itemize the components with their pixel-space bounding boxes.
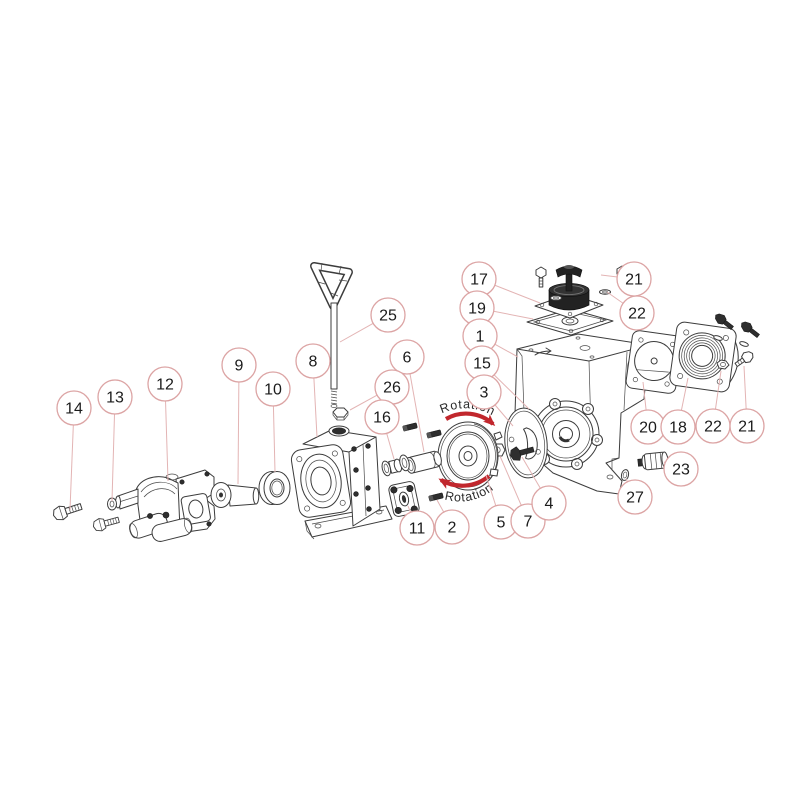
callout-9[interactable]: 9: [221, 347, 257, 383]
callout-10[interactable]: 10: [255, 371, 291, 407]
svg-text:7: 7: [524, 514, 533, 531]
parts-artwork: [53, 262, 760, 542]
gear-housing-drawing: [290, 425, 393, 540]
callout-3[interactable]: 3: [466, 374, 502, 410]
callout-21-top[interactable]: 21: [616, 261, 652, 297]
svg-text:25: 25: [379, 308, 397, 325]
set-screws-drawing: [402, 422, 444, 502]
svg-text:16: 16: [373, 410, 391, 427]
callout-12[interactable]: 12: [147, 366, 183, 402]
svg-text:3: 3: [480, 385, 489, 402]
svg-text:9: 9: [235, 358, 244, 375]
rotation-indicators: Rotation Rotation: [438, 397, 497, 504]
svg-text:18: 18: [669, 420, 687, 437]
callout-21-right[interactable]: 21: [729, 408, 765, 444]
hex-bolt-13-drawing: [92, 516, 120, 532]
svg-text:8: 8: [309, 354, 318, 371]
svg-text:12: 12: [156, 377, 174, 394]
callout-27[interactable]: 27: [617, 479, 653, 515]
svg-text:4: 4: [545, 496, 554, 513]
handle-drawing: [310, 262, 353, 408]
svg-text:10: 10: [264, 382, 282, 399]
callout-16[interactable]: 16: [364, 399, 400, 435]
svg-text:2: 2: [448, 520, 457, 537]
svg-text:13: 13: [106, 390, 124, 407]
callout-2[interactable]: 2: [434, 509, 470, 545]
svg-text:26: 26: [383, 380, 401, 397]
flange-nut-drawing: [716, 359, 730, 370]
callout-8[interactable]: 8: [295, 343, 331, 379]
callout-19[interactable]: 19: [459, 290, 495, 326]
svg-text:5: 5: [497, 515, 506, 532]
callout-23[interactable]: 23: [663, 451, 699, 487]
pump-casing-drawing: [514, 333, 650, 495]
callout-18[interactable]: 18: [660, 409, 696, 445]
callout-25[interactable]: 25: [370, 297, 406, 333]
seal-ring-drawing: [258, 471, 291, 505]
seal-stack-drawing: [381, 454, 410, 477]
discharge-flange-drawing: [669, 321, 739, 393]
callout-4[interactable]: 4: [531, 485, 567, 521]
clevis-pin-drawing: [210, 482, 260, 508]
body-washer-drawing: [107, 497, 117, 511]
callout-20[interactable]: 20: [630, 409, 666, 445]
svg-text:21: 21: [625, 272, 643, 289]
plug-washer-drawing: [620, 469, 630, 481]
svg-text:17: 17: [470, 272, 488, 289]
svg-text:27: 27: [626, 490, 644, 507]
callout-6[interactable]: 6: [389, 339, 425, 375]
rotation-arrow-top: [444, 411, 496, 427]
svg-text:22: 22: [628, 306, 646, 323]
svg-text:22: 22: [704, 419, 722, 436]
flow-arrow-logo: [534, 347, 552, 356]
valve-body-drawing: [115, 469, 216, 542]
wear-plate-bolt-drawing: [510, 446, 535, 461]
drain-plug-drawing: [637, 451, 669, 471]
svg-text:6: 6: [403, 350, 412, 367]
coupler-clamp-drawing: [388, 481, 420, 517]
svg-text:19: 19: [468, 301, 486, 318]
svg-text:1: 1: [476, 329, 485, 346]
flange-capscrew-drawing: [734, 351, 754, 368]
svg-text:23: 23: [672, 462, 690, 479]
hex-bolt-14-drawing: [53, 503, 83, 521]
svg-text:11: 11: [409, 521, 426, 538]
rotation-arrow-bottom: [438, 474, 491, 489]
callout-17[interactable]: 17: [461, 261, 497, 297]
svg-text:15: 15: [473, 356, 491, 373]
svg-text:21: 21: [738, 419, 756, 436]
svg-text:14: 14: [65, 401, 83, 418]
callout-22-right[interactable]: 22: [695, 408, 731, 444]
callout-26[interactable]: 26: [374, 369, 410, 405]
leader-line-9: [237, 364, 240, 485]
impeller-drawing: [437, 421, 503, 491]
callout-11[interactable]: 11: [399, 510, 435, 546]
handle-nut-drawing: [332, 407, 349, 421]
svg-text:20: 20: [639, 420, 657, 437]
flange-bolts-drawing: [713, 313, 760, 370]
callout-22-top[interactable]: 22: [619, 295, 655, 331]
callout-13[interactable]: 13: [97, 379, 133, 415]
wear-plate-drawing: [504, 407, 548, 479]
discharge-gasket-drawing: [625, 330, 683, 394]
shaft-sleeve-drawing: [405, 450, 442, 474]
callout-14[interactable]: 14: [56, 390, 92, 426]
